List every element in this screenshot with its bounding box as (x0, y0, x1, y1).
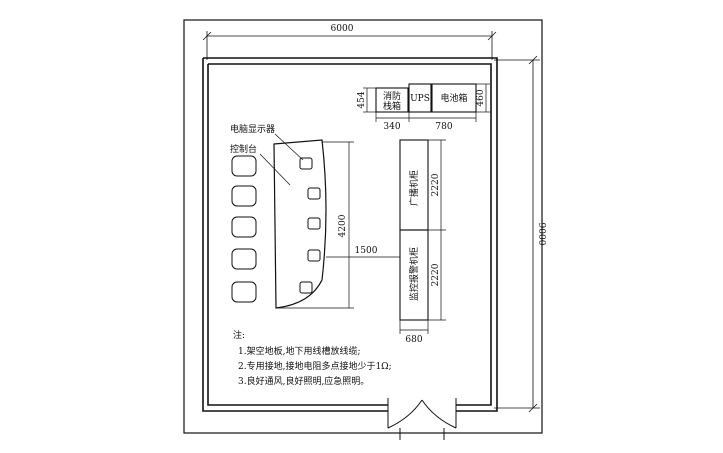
battery-label: 电池箱 (440, 92, 467, 104)
console-desk (273, 139, 327, 309)
room-walls (202, 57, 498, 412)
dim-width-top (202, 31, 497, 60)
dim-fire-w: 340 (383, 122, 400, 132)
dim-console (276, 141, 354, 309)
note-item-1: 1.架空地板,地下用线槽放线缆; (238, 345, 360, 357)
chair (231, 216, 257, 238)
dim-height-right (494, 55, 540, 413)
dim-width-top-label: 6000 (331, 24, 354, 34)
cabinets (399, 139, 429, 321)
fire-box-label-2: 栈箱 (383, 100, 401, 112)
ups-box (408, 83, 432, 113)
dim-console-label: 4200 (338, 214, 348, 237)
fire-box (375, 87, 409, 113)
ups-label: UPS (410, 94, 430, 104)
note-item-3: 3.良好通风,良好照明,应急照明。 (238, 375, 369, 387)
monitor (307, 217, 321, 230)
monitors (299, 157, 321, 294)
console-label: 控制台 (230, 143, 257, 155)
monitor-label: 电脑显示器 (230, 123, 275, 135)
fire-box-label-1: 消防 (383, 90, 401, 102)
monitor (299, 281, 313, 294)
dim-aisle-label: 1500 (355, 246, 378, 256)
outer-boundary (183, 19, 543, 434)
chair (231, 248, 257, 270)
dim-cabinet-lower: 2220 (431, 263, 441, 286)
alarm-cabinet (399, 229, 429, 321)
cabinet-dims (399, 139, 446, 334)
battery-box (431, 83, 477, 113)
equipment-dims (363, 83, 490, 122)
console-leader (259, 153, 291, 186)
equipment-row (375, 83, 477, 113)
monitor (307, 187, 321, 200)
alarm-cabinet-label: 监控报警机柜 (408, 247, 420, 301)
notes-heading: 注: (233, 329, 245, 341)
note-item-2: 2.专用接地,接地电阻多点接地少于1Ω; (238, 360, 392, 372)
monitor (299, 157, 313, 170)
dim-cabinet-upper: 2220 (431, 173, 441, 196)
chair (231, 155, 257, 177)
monitor (307, 249, 321, 262)
chairs (231, 155, 257, 303)
broadcast-cabinet-label: 广播机柜 (408, 170, 420, 206)
door (387, 398, 457, 440)
dim-cabinet-depth: 680 (405, 335, 422, 345)
dim-battery-w: 780 (435, 122, 452, 132)
chair (231, 281, 257, 303)
dim-battery-h: 460 (476, 89, 486, 106)
dim-fire-h: 454 (357, 91, 367, 108)
monitor-leader (274, 133, 304, 161)
chair (231, 185, 257, 207)
dim-height-right-label: 9000 (536, 223, 546, 246)
